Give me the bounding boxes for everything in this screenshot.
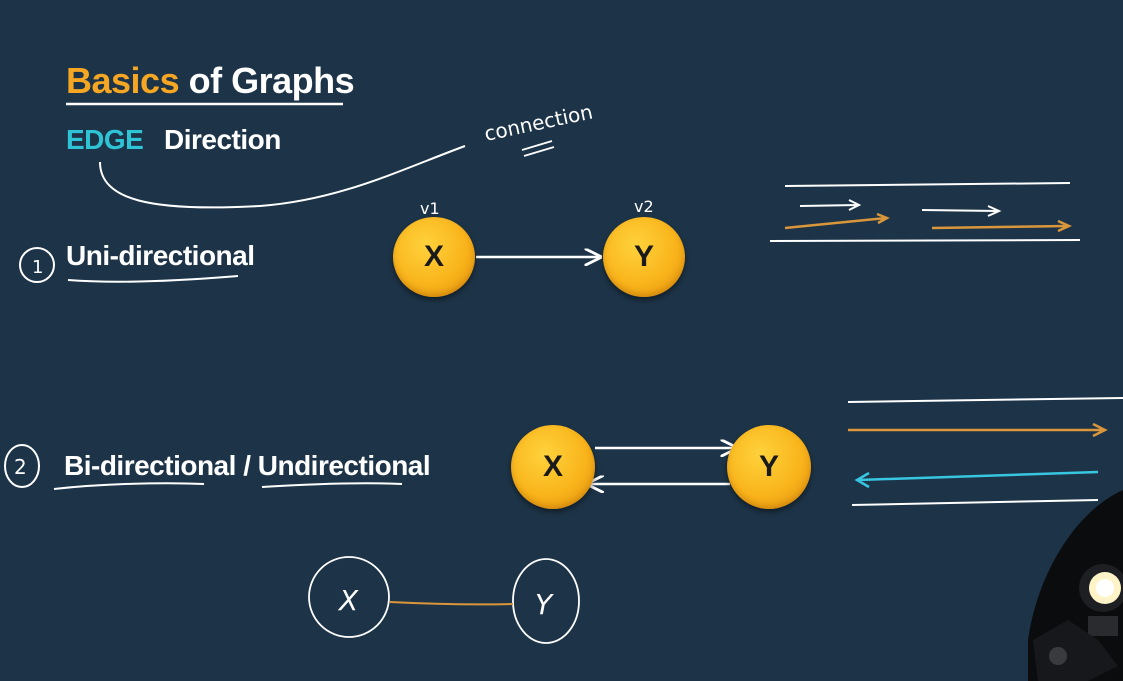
presenter-webcam [1028, 490, 1123, 681]
v1-annotation: v1 [420, 199, 440, 218]
section-1-underline [67, 275, 239, 283]
road-2-arrow-orange [848, 422, 1108, 438]
section-1-number-circle [19, 247, 55, 283]
hand-node-x [308, 556, 390, 638]
bi-node-x: X [511, 425, 595, 509]
road-2-bottom [851, 499, 1099, 506]
hand-node-x-label: X [337, 584, 359, 617]
hand-node-y [512, 558, 580, 644]
connection-underline-2 [523, 146, 555, 157]
road-1-bottom [769, 239, 1081, 242]
road-1-arrow-orange-2 [931, 219, 1073, 233]
uni-node-y: Y [603, 217, 685, 297]
direction-label: Direction [164, 124, 281, 155]
road-1-arrow-white-2 [921, 205, 1002, 217]
road-2-top [847, 397, 1123, 403]
connection-annotation: connection [482, 100, 595, 146]
page-title: Basics of Graphs [66, 60, 355, 102]
edge-label: EDGE [66, 124, 144, 155]
uni-node-x: X [393, 217, 475, 297]
section-1-label: Uni-directional [66, 240, 255, 271]
road-1-top [784, 182, 1071, 187]
section-2-underline-2 [261, 482, 403, 488]
section-2-label: Bi-directional / Undirectional [64, 450, 431, 481]
section-2-number: 2 [14, 455, 27, 479]
hand-node-y-label: Y [535, 588, 554, 621]
title-highlight: Basics [66, 60, 180, 101]
title-rest: of Graphs [188, 60, 355, 101]
road-1-arrow-orange-1 [784, 212, 890, 230]
road-1-arrow-white-1 [799, 199, 862, 211]
bi-node-y: Y [727, 425, 811, 509]
connection-underline-1 [521, 140, 553, 151]
section-2-underline-1 [53, 482, 205, 490]
section-1-number: 1 [32, 257, 43, 278]
road-2-arrow-cyan [854, 470, 1099, 489]
edge-connection-curve [99, 145, 466, 209]
v2-annotation: v2 [634, 197, 654, 216]
section-2-number-circle [4, 444, 40, 488]
hand-edge [389, 601, 514, 606]
